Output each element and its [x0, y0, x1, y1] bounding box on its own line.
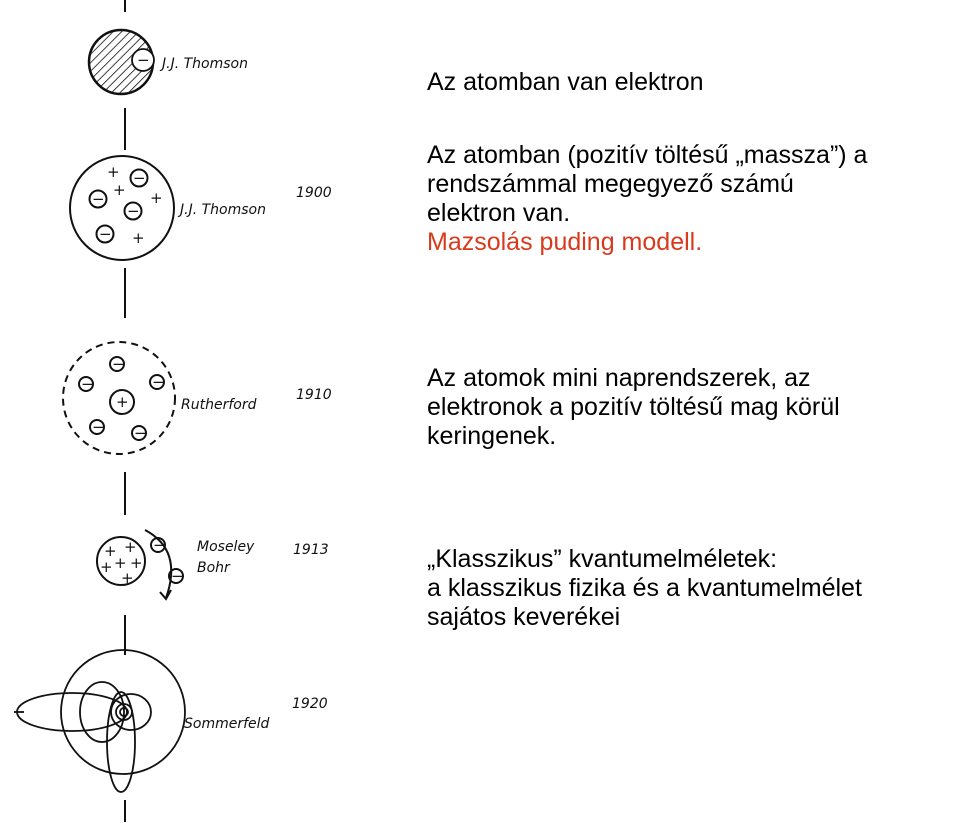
year-1920: 1920	[292, 696, 328, 712]
text-line: Az atomok mini naprendszerek, az	[427, 364, 811, 392]
thomson-signs: − − − − + + + +	[92, 163, 163, 247]
plus-sign: +	[130, 554, 143, 572]
nucleus-plus-sign: +	[116, 393, 129, 411]
plus-sign: +	[113, 181, 126, 199]
rutherford-atom	[62, 341, 176, 455]
plus-sign: +	[100, 558, 113, 576]
minus-sign: −	[81, 375, 94, 393]
plum-pudding-model-label: Mazsolás puding modell.	[427, 228, 703, 256]
minus-sign: −	[92, 418, 105, 436]
label-thomson-1: J.J. Thomson	[159, 56, 248, 72]
heading-electron-in-atom: Az atomban van elektron	[427, 68, 704, 96]
text-line: Az atomban (pozitív töltésű „massza”) a	[427, 141, 868, 169]
minus-sign: −	[171, 567, 184, 585]
minus-sign: −	[127, 202, 140, 220]
text-line: „Klasszikus” kvantumelméletek:	[427, 545, 778, 573]
plus-sign: +	[121, 569, 134, 587]
text-line: sajátos keverékei	[427, 603, 621, 631]
text-line: a klasszikus fizika és a kvantumelmélet	[427, 574, 862, 602]
plus-sign: +	[104, 542, 117, 560]
year-1913: 1913	[293, 542, 329, 558]
plus-sign: +	[124, 538, 137, 556]
label-sommerfeld: Sommerfeld	[184, 716, 270, 732]
electron-minus-sign: −	[137, 51, 150, 69]
thomson-plum-pudding-atom	[69, 155, 175, 261]
year-1910: 1910	[296, 387, 332, 403]
minus-sign: −	[99, 225, 112, 243]
label-rutherford: Rutherford	[181, 397, 257, 413]
label-thomson-2: J.J. Thomson	[177, 202, 266, 218]
plus-sign: +	[107, 163, 120, 181]
minus-sign: −	[153, 536, 166, 554]
sommerfeld-atom	[14, 649, 186, 793]
thomson-hatched-atom: −	[87, 28, 155, 96]
minus-sign: −	[92, 190, 105, 208]
minus-sign: −	[112, 355, 125, 373]
plus-sign: +	[114, 554, 127, 572]
plus-sign: +	[150, 189, 163, 207]
minus-sign: −	[133, 169, 146, 187]
label-bohr: Bohr	[197, 560, 231, 576]
minus-sign: −	[134, 424, 147, 442]
plus-sign: +	[132, 229, 145, 247]
minus-sign: −	[152, 373, 165, 391]
bohr-signs: + + + + + + − −	[100, 536, 184, 587]
label-moseley: Moseley	[197, 539, 255, 555]
text-line: elektronok a pozitív töltésű mag körül	[427, 393, 840, 421]
quantum-theories-description: „Klasszikus” kvantumelméletek: a klasszi…	[427, 545, 862, 632]
thomson-description: Az atomban (pozitív töltésű „massza”) a …	[427, 141, 867, 257]
atom-models-diagram: − J.J. Thomson − − − − + + + + J.J. Thom…	[14, 0, 332, 822]
rutherford-signs: + − − − − −	[81, 355, 165, 442]
text-line: keringenek.	[427, 422, 557, 450]
year-1900: 1900	[296, 185, 332, 201]
text-line: rendszámmal megegyező számú	[427, 170, 794, 198]
text-line: elektron van.	[427, 199, 571, 227]
bohr-atom	[96, 529, 184, 601]
rutherford-description: Az atomok mini naprendszerek, az elektro…	[427, 364, 840, 451]
